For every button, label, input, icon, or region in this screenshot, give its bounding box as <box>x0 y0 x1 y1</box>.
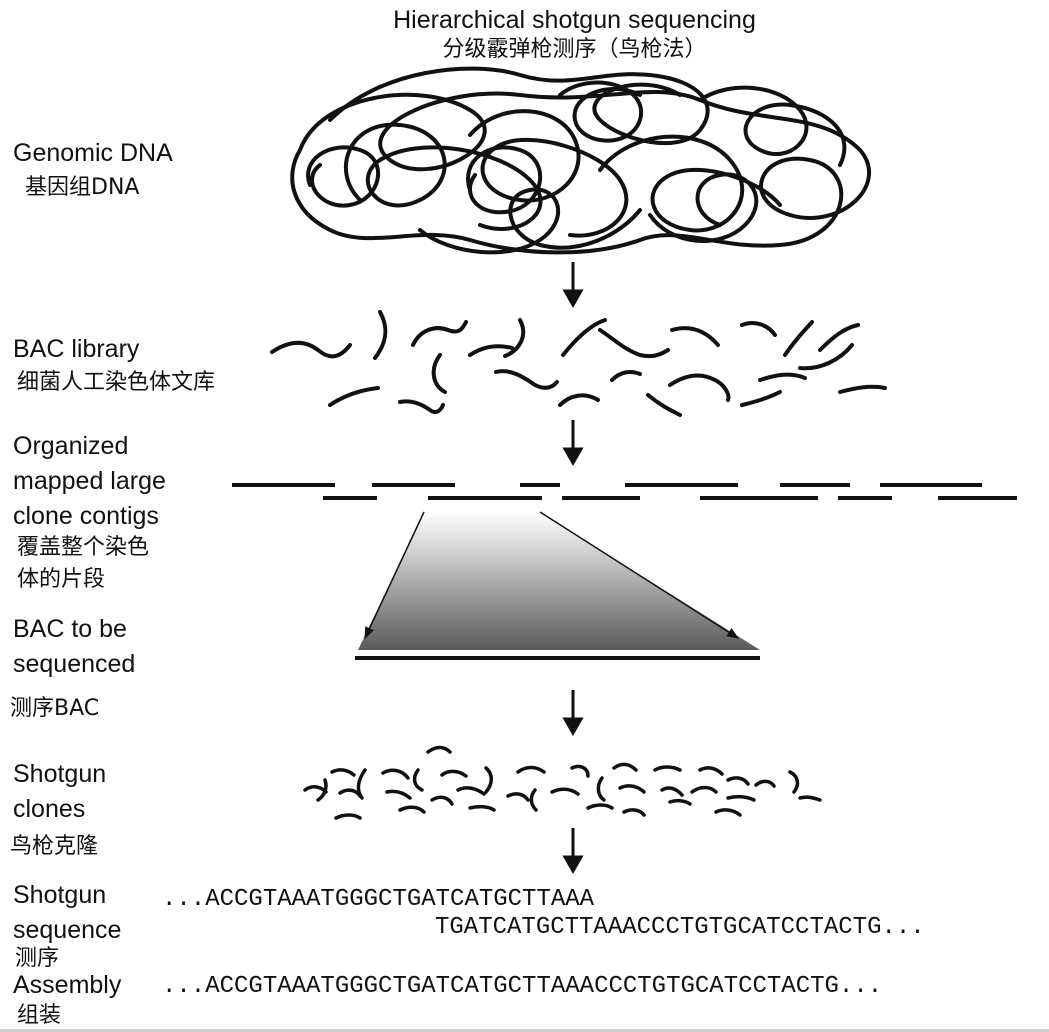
label-shotgun-sequence-line2: sequence <box>13 916 122 944</box>
label-bac-sequenced-line2: sequenced <box>13 650 136 678</box>
label-genomic-dna: Genomic DNA <box>13 139 173 167</box>
title-chinese: 分级霰弹枪测序（鸟枪法） <box>442 37 707 62</box>
label-shotgun-clones-line2: clones <box>13 795 86 823</box>
label-assembly-zh: 组装 <box>17 1003 62 1028</box>
title-english: Hierarchical shotgun sequencing <box>393 6 756 34</box>
label-shotgun-sequence-line1: Shotgun <box>13 881 107 909</box>
label-contigs-line3: clone contigs <box>13 502 159 530</box>
flow-arrows <box>562 262 584 875</box>
label-bac-library-zh: 细菌人工染色体文库 <box>17 370 216 395</box>
label-contigs-zh-line2: 体的片段 <box>17 567 106 592</box>
bottom-divider <box>0 1029 1049 1032</box>
clone-contig-map <box>232 483 1017 500</box>
label-shotgun-clones-line1: Shotgun <box>13 760 107 788</box>
shotgun-clone-fragments <box>303 745 822 820</box>
sequence-read-2: TGATCATGCTTAAACCCTGTGCATCCTACTG... <box>435 914 925 941</box>
label-shotgun-sequence-zh: 测序 <box>15 946 60 971</box>
label-shotgun-clones-zh: 鸟枪克隆 <box>10 834 99 859</box>
genomic-dna-tangle <box>290 66 871 255</box>
label-contigs-line2: mapped large <box>13 467 166 495</box>
label-genomic-dna-zh: 基因组DNA <box>25 175 140 200</box>
sequence-read-1: ...ACCGTAAATGGGCTGATCATGCTTAAA <box>162 886 595 913</box>
bac-zoom-fan <box>355 511 760 660</box>
label-bac-sequenced-zh: 测序BAC <box>10 696 100 721</box>
label-bac-library: BAC library <box>13 335 140 363</box>
label-contigs-zh-line1: 覆盖整个染色 <box>17 535 150 560</box>
label-assembly: Assembly <box>13 971 122 999</box>
bac-library-fragments <box>270 310 887 417</box>
diagram-title: Hierarchical shotgun sequencing 分级霰弹枪测序（… <box>0 4 1049 64</box>
label-bac-sequenced-line1: BAC to be <box>13 615 127 643</box>
label-contigs-line1: Organized <box>13 432 129 460</box>
sequence-assembly: ...ACCGTAAATGGGCTGATCATGCTTAAACCCTGTGCAT… <box>162 973 883 1000</box>
